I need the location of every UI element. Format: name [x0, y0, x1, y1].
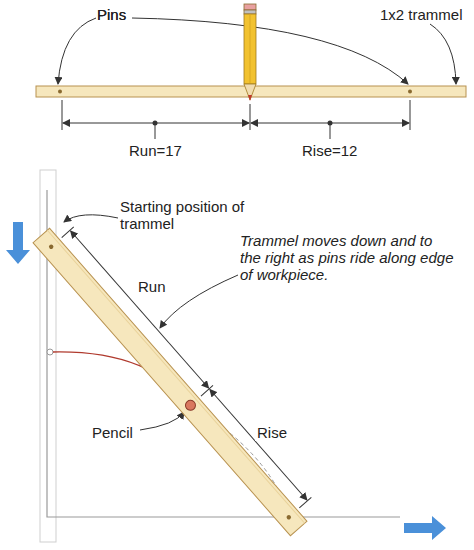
pins-label-dup: Pins: [97, 6, 126, 23]
rise-label: Rise: [255, 424, 289, 441]
pencil-label: Pencil: [92, 424, 133, 441]
trammel-label: 1x2 trammel: [380, 6, 463, 23]
dimension-label: Run=17: [129, 142, 182, 159]
dimension-label: Rise=12: [302, 142, 357, 159]
start-position-note: Starting position of trammel: [120, 198, 270, 232]
motion-note: Trammel moves down and to the right as p…: [240, 232, 455, 283]
run-label: Run: [136, 278, 168, 295]
